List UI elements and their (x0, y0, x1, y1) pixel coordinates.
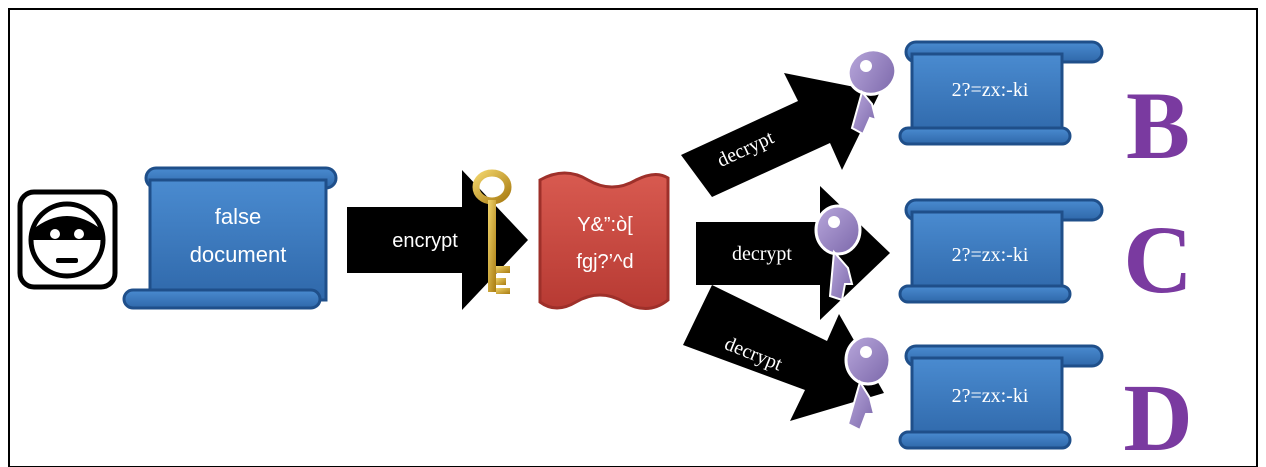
decrypt-key-icon-b (846, 48, 898, 136)
result-text-b: 2?=zx:-ki (952, 79, 1029, 101)
false-document-scroll: false document (122, 166, 338, 310)
ciphertext-scroll: Y&”:ò[ fgj?’^d (538, 171, 670, 310)
decrypt-label-c: decrypt (732, 243, 792, 265)
decrypt-key-icon-d (844, 334, 892, 432)
encrypt-arrow: encrypt (347, 170, 528, 310)
result-text-d: 2?=zx:-ki (952, 385, 1029, 407)
result-scroll-c: 2?=zx:-ki (898, 198, 1104, 304)
result-text-c: 2?=zx:-ki (952, 244, 1029, 266)
masked-face-icon (17, 189, 118, 290)
false-document-line-1: false (215, 204, 261, 229)
decrypt-key-icon-c (814, 204, 862, 302)
ciphertext-line-2: fgj?’^d (576, 251, 633, 273)
false-document-line-2: document (190, 242, 287, 267)
recipient-label-c: C (1123, 206, 1192, 313)
encrypt-label: encrypt (392, 230, 458, 252)
recipient-label-d: D (1123, 364, 1192, 467)
recipient-label-b: B (1126, 72, 1190, 179)
ciphertext-line-1: Y&”:ò[ (577, 214, 633, 236)
gold-key-icon (472, 169, 512, 294)
result-scroll-b: 2?=zx:-ki (898, 40, 1104, 146)
result-scroll-d: 2?=zx:-ki (898, 344, 1104, 450)
